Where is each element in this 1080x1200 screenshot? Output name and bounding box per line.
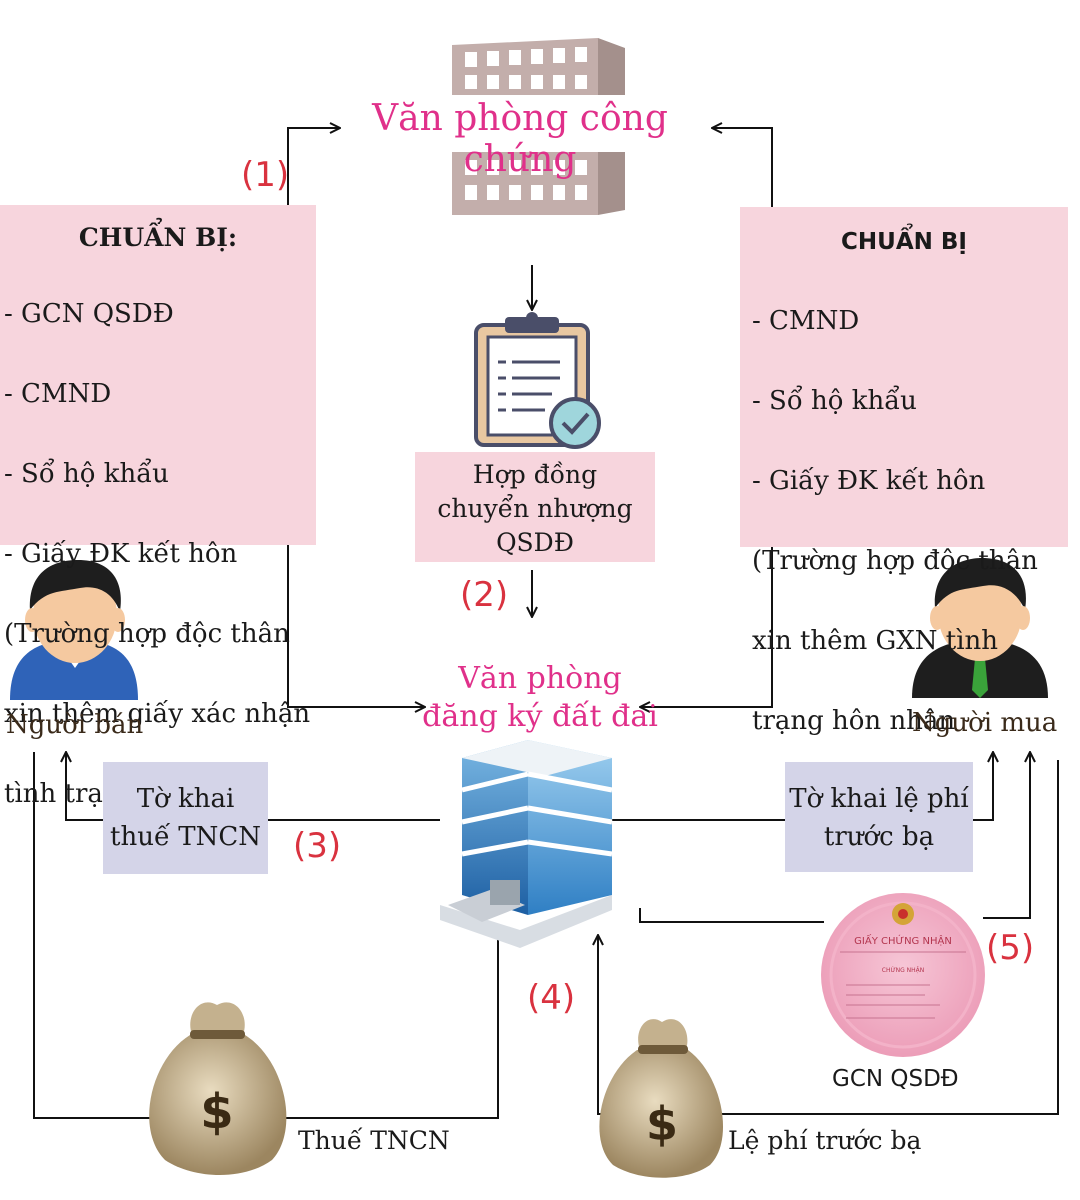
contract-line3: QSDĐ [496, 528, 574, 557]
step-5-label: (5) [986, 928, 1035, 968]
certificate-title: GIẤY CHỨNG NHẬN [854, 933, 952, 947]
contract-clipboard-icon [474, 312, 601, 449]
buyer-preparation-list: - CMND - Sổ hộ khẩu - Giấy ĐK kết hôn (T… [740, 261, 1068, 781]
step-1-label: (1) [241, 155, 290, 195]
seller-avatar-icon [10, 560, 138, 700]
tax-form-line2: thuế TNCN [110, 822, 261, 852]
arrow-tax-form-to-seller [66, 752, 440, 821]
tax-money-bag-icon: $ [149, 1002, 287, 1175]
fee-form-line1: Tờ khai lệ phí [789, 784, 969, 814]
arrow-certificate-to-buyer [639, 908, 824, 923]
buyer-preparation-box: CHUẨN BỊ - CMND - Sổ hộ khẩu - Giấy ĐK k… [740, 207, 1068, 736]
buyer-prep-item: trạng hôn nhân [752, 706, 956, 736]
arrow-fee-payment [598, 760, 1059, 1115]
fee-payment-label: Lệ phí trước bạ [728, 1126, 922, 1155]
arrow-buyer-to-registry [640, 547, 773, 707]
step-2-label: (2) [460, 575, 509, 615]
seller-label: Người bán [6, 710, 144, 740]
land-registry-building-icon [440, 740, 613, 948]
buyer-prep-item: (Trường hợp độc thân [752, 546, 1038, 576]
seller-preparation-heading: CHUẨN BỊ: [78, 223, 238, 252]
land-registry-title: Văn phòng đăng ký đất đai [390, 660, 690, 736]
step-3-label: (3) [293, 826, 342, 866]
land-registry-title-line2: đăng ký đất đai [422, 699, 658, 734]
certificate-subtitle: CHỨNG NHẬN [882, 967, 925, 974]
arrow-buyer-to-notary [712, 128, 773, 207]
arrow-seller-to-notary [287, 128, 340, 205]
arrow-certificate-up [983, 752, 1030, 919]
seller-prep-item: - Sổ hộ khẩu [4, 459, 169, 489]
buyer-prep-item: xin thêm GXN tình [752, 626, 999, 656]
buyer-preparation-heading: CHUẨN BỊ [841, 229, 967, 255]
seller-prep-item: xin thêm giấy xác nhận [4, 699, 311, 729]
fee-money-bag-icon: $ [599, 1019, 724, 1178]
certificate-label: GCN QSDĐ [832, 1066, 959, 1092]
fee-declaration-box: Tờ khai lệ phí trước bạ [785, 762, 973, 872]
land-use-certificate-icon: GIẤY CHỨNG NHẬN CHỨNG NHẬN [821, 893, 985, 1057]
seller-preparation-box: CHUẨN BỊ: - GCN QSDĐ - CMND - Sổ hộ khẩu… [0, 205, 316, 809]
svg-text:$: $ [646, 1097, 678, 1151]
buyer-prep-item: - CMND [752, 306, 860, 336]
tax-form-line1: Tờ khai [136, 784, 235, 814]
notary-building-icon [452, 38, 625, 215]
buyer-avatar-icon [912, 558, 1048, 698]
arrow-seller-to-registry [287, 545, 425, 707]
buyer-label: Người mua [912, 708, 1058, 738]
tax-payment-label: Thuế TNCN [298, 1126, 450, 1155]
seller-prep-item: (Trường hợp độc thân [4, 619, 290, 649]
seller-prep-item: - Giấy ĐK kết hôn [4, 539, 238, 569]
land-registry-title-line1: Văn phòng [458, 661, 622, 696]
contract-box: Hợp đồng chuyển nhượng QSDĐ [415, 452, 655, 562]
buyer-prep-item: - Sổ hộ khẩu [752, 386, 917, 416]
step-4-label: (4) [527, 978, 576, 1018]
connectors [33, 128, 1059, 1119]
arrow-fee-form-to-buyer [612, 752, 993, 821]
fee-form-line2: trước bạ [823, 822, 935, 852]
seller-prep-item: - CMND [4, 379, 112, 409]
contract-line1: Hợp đồng [472, 460, 598, 489]
svg-text:$: $ [200, 1084, 233, 1140]
tax-declaration-box: Tờ khai thuế TNCN [103, 762, 268, 874]
notary-office-title: Văn phòng công chứng [372, 98, 668, 180]
seller-prep-item: - GCN QSDĐ [4, 299, 174, 329]
buyer-prep-item: - Giấy ĐK kết hôn [752, 466, 986, 496]
contract-line2: chuyển nhượng [437, 494, 633, 523]
